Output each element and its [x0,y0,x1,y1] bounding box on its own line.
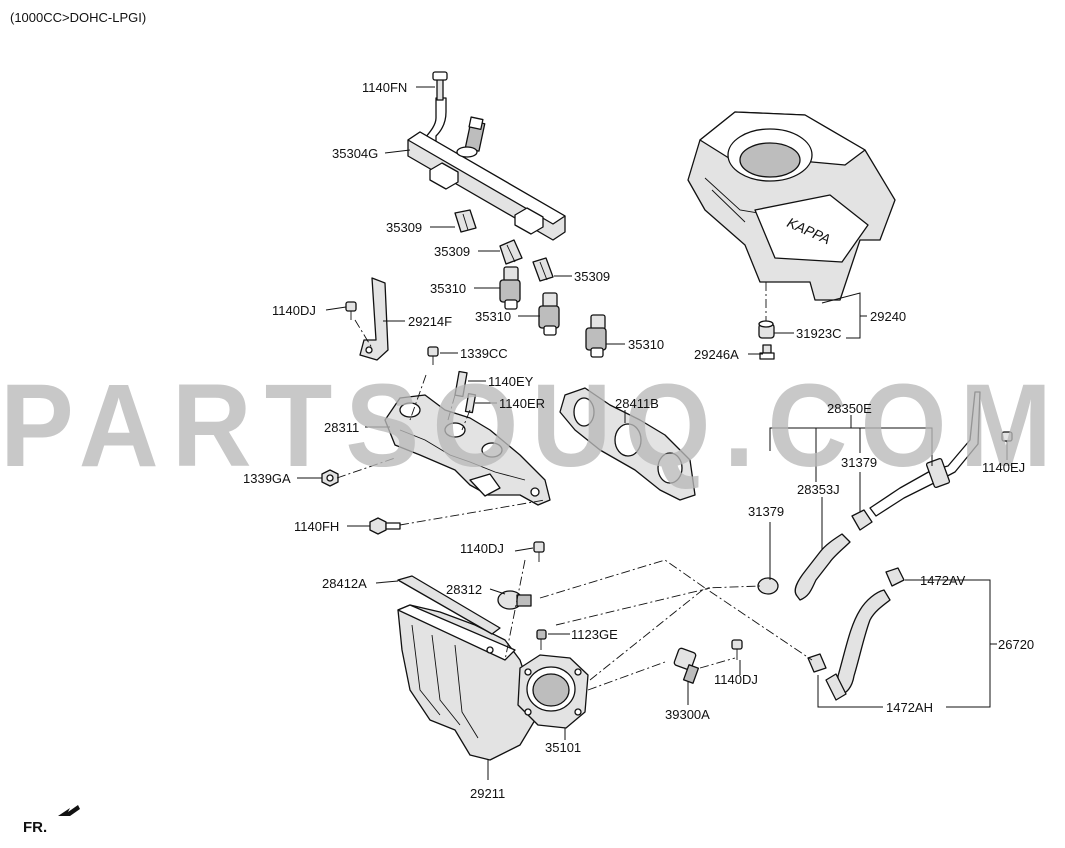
callout-31379-a[interactable]: 31379 [841,455,877,470]
callout-29211[interactable]: 29211 [470,786,505,801]
bolt-29246A[interactable] [759,344,775,360]
gasket-28411B[interactable] [559,387,696,501]
pcv-hose-28353J[interactable] [794,533,851,601]
gasket-28412A[interactable] [397,575,501,635]
callout-1140FH[interactable]: 1140FH [294,519,339,534]
callout-1123GE[interactable]: 1123GE [571,627,618,642]
callout-35304G[interactable]: 35304G [332,146,378,161]
bolt-1339CC[interactable] [427,346,439,365]
clip-35309-a[interactable] [454,209,477,233]
bolt-1123GE[interactable] [536,629,547,650]
nut-1339GA[interactable] [321,469,339,487]
clamp-31379-b[interactable] [757,577,779,595]
sensor-39300A[interactable] [673,647,700,684]
callout-1140FN[interactable]: 1140FN [362,80,407,95]
callout-29240[interactable]: 29240 [870,309,906,324]
clip-35309-b[interactable] [499,239,523,265]
watermark: PARTSOUQ.COM [0,360,1065,492]
engine-cover-29240[interactable]: KAPPA [687,111,896,301]
callout-26720[interactable]: 26720 [998,637,1034,652]
exhaust-manifold-28311[interactable] [384,394,551,506]
callout-39300A[interactable]: 39300A [665,707,710,722]
bolt-1140FH[interactable] [369,517,401,535]
front-label: FR. [23,819,47,836]
front-arrow-icon [58,805,80,816]
injector-35310-c[interactable] [585,314,607,358]
callout-31379-b[interactable]: 31379 [748,504,784,519]
callout-35310-c[interactable]: 35310 [628,337,664,352]
throttle-body-35101[interactable] [517,654,589,729]
front-direction-indicator: FR. [23,805,80,836]
callout-35310-a[interactable]: 35310 [430,281,466,296]
stud-1140EY[interactable] [454,370,468,398]
callout-28350E[interactable]: 28350E [827,401,872,416]
callout-1140ER[interactable]: 1140ER [499,396,545,411]
callout-35309-c[interactable]: 35309 [574,269,610,284]
callout-1140DJ-b[interactable]: 1140DJ [460,541,504,556]
callout-35309-b[interactable]: 35309 [434,244,470,259]
callout-1472AH[interactable]: 1472AH [886,700,933,715]
bolt-1140DJ-c[interactable] [731,639,743,660]
callout-1339GA[interactable]: 1339GA [243,471,291,486]
callout-35310-b[interactable]: 35310 [475,309,511,324]
intake-manifold-29211[interactable] [397,604,536,761]
callout-1472AV[interactable]: 1472AV [920,573,966,588]
leader-lines [297,86,1008,780]
diagram-title: (1000CC>DOHC-LPGI) [10,10,146,25]
bolt-1140EJ[interactable] [1001,431,1013,450]
grommet-31923C[interactable] [758,320,775,339]
callout-35101[interactable]: 35101 [545,740,581,755]
clamp-31379-a[interactable] [851,509,873,531]
callout-1140DJ-c[interactable]: 1140DJ [714,672,758,687]
fuel-rail-35304G[interactable] [407,71,566,241]
clamp-1472AH[interactable] [807,653,827,673]
callout-1140EY[interactable]: 1140EY [488,374,534,389]
callout-29246A[interactable]: 29246A [694,347,739,362]
clamp-1472AV[interactable] [885,567,905,587]
callout-28312[interactable]: 28312 [446,582,482,597]
clip-35309-c[interactable] [532,257,554,282]
injector-35310-b[interactable] [538,292,560,336]
callout-31923C[interactable]: 31923C [796,326,842,341]
callout-1140DJ-a[interactable]: 1140DJ [272,303,316,318]
callout-35309-a[interactable]: 35309 [386,220,422,235]
callout-28412A[interactable]: 28412A [322,576,367,591]
callout-29214F[interactable]: 29214F [408,314,452,329]
callout-1339CC[interactable]: 1339CC [460,346,508,361]
bolt-1140DJ-b[interactable] [533,541,545,562]
callout-1140EJ[interactable]: 1140EJ [982,460,1025,475]
hose-26720[interactable] [825,589,891,701]
callout-28411B[interactable]: 28411B [615,396,659,411]
bracket-29214F[interactable] [359,277,389,361]
callout-28311[interactable]: 28311 [324,420,359,435]
callout-28353J[interactable]: 28353J [797,482,840,497]
bolt-1140DJ-a[interactable] [345,301,357,320]
injector-35310-a[interactable] [499,266,521,310]
